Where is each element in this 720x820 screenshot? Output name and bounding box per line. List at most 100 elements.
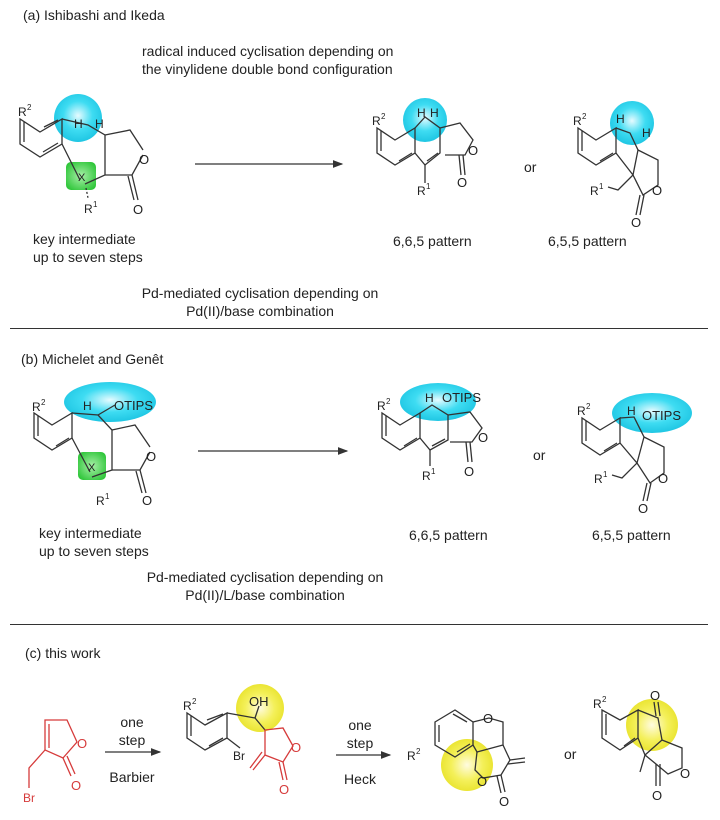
svg-text:O: O (499, 794, 509, 809)
svg-text:O: O (77, 736, 87, 751)
svg-text:O: O (650, 688, 660, 703)
svg-text:OTIPS: OTIPS (114, 398, 153, 413)
svg-text:O: O (133, 202, 143, 217)
step1-below: Barbier (109, 769, 155, 785)
step1-arrow (105, 748, 162, 756)
svg-text:R: R (96, 494, 105, 508)
section-b-bottom-condition-1: Pd-mediated cyclisation depending on (146, 569, 384, 585)
svg-text:2: 2 (582, 112, 587, 121)
step1-above-2: step (118, 732, 146, 748)
step2-above-2: step (346, 735, 374, 751)
svg-text:R: R (372, 114, 381, 128)
svg-text:H: H (95, 117, 104, 131)
svg-text:2: 2 (41, 398, 46, 407)
section-a-title: (a) Ishibashi and Ikeda (23, 7, 165, 23)
svg-text:R: R (377, 399, 386, 413)
section-a-intermediate-caption-1: key intermediate (33, 231, 136, 247)
svg-text:1: 1 (603, 470, 608, 479)
section-a-product1-caption: 6,6,5 pattern (393, 233, 472, 249)
section-a-product2-caption: 6,5,5 pattern (548, 233, 627, 249)
svg-text:1: 1 (105, 492, 110, 501)
section-b-title: (b) Michelet and Genêt (21, 351, 164, 367)
svg-text:O: O (477, 774, 487, 789)
svg-text:H: H (74, 117, 83, 131)
svg-text:R: R (573, 114, 582, 128)
svg-text:2: 2 (586, 402, 591, 411)
svg-text:O: O (71, 778, 81, 793)
svg-text:O: O (291, 740, 301, 755)
svg-text:R: R (593, 697, 602, 711)
svg-text:Br: Br (233, 749, 245, 763)
divider-b-c (10, 624, 708, 625)
section-a-condition-line1: radical induced cyclisation depending on (142, 43, 394, 59)
section-a-intermediate-caption-2: up to seven steps (33, 249, 143, 265)
svg-text:R: R (590, 184, 599, 198)
section-b-product1-caption: 6,6,5 pattern (409, 527, 488, 543)
svg-text:X: X (78, 172, 86, 184)
svg-text:1: 1 (599, 182, 604, 191)
svg-text:OTIPS: OTIPS (642, 408, 681, 423)
step2-above-1: one (348, 717, 372, 733)
svg-text:O: O (478, 430, 488, 445)
section-c-title: (c) this work (25, 645, 101, 661)
svg-text:OH: OH (249, 694, 269, 709)
svg-text:R: R (577, 404, 586, 418)
section-a-intermediate-structure: H H R 2 X R 1 O O (18, 94, 149, 217)
svg-text:R: R (417, 184, 426, 198)
svg-text:R: R (84, 202, 93, 216)
svg-text:R: R (18, 105, 27, 119)
svg-text:H: H (430, 106, 439, 120)
svg-text:O: O (631, 215, 641, 230)
svg-text:O: O (652, 183, 662, 198)
svg-text:O: O (146, 449, 156, 464)
svg-text:1: 1 (431, 467, 436, 476)
svg-text:H: H (425, 391, 434, 405)
step2-arrow (336, 751, 392, 759)
svg-text:O: O (457, 175, 467, 190)
svg-text:R: R (407, 749, 416, 763)
svg-text:O: O (483, 711, 493, 726)
section-c-product1-structure: O R 2 O O (407, 709, 526, 809)
section-a-bottom-condition-1: Pd-mediated cyclisation depending on (141, 285, 379, 301)
svg-text:O: O (658, 471, 668, 486)
svg-text:2: 2 (381, 112, 386, 121)
svg-text:R: R (422, 469, 431, 483)
svg-text:2: 2 (27, 103, 32, 112)
svg-text:X: X (88, 462, 96, 474)
svg-text:2: 2 (602, 695, 607, 704)
cyan-highlight-circle (54, 94, 102, 142)
svg-text:H: H (417, 106, 426, 120)
svg-text:2: 2 (192, 697, 197, 706)
section-b-bottom-condition-2: Pd(II)/L/base combination (185, 587, 345, 603)
svg-text:O: O (468, 143, 478, 158)
svg-text:2: 2 (386, 397, 391, 406)
svg-text:1: 1 (93, 200, 98, 209)
svg-text:1: 1 (426, 182, 431, 191)
divider-a-b (10, 328, 708, 329)
svg-text:O: O (139, 152, 149, 167)
section-c-product2-structure: O R 2 O O (593, 688, 690, 803)
svg-text:O: O (464, 464, 474, 479)
svg-text:2: 2 (416, 747, 421, 756)
svg-text:O: O (680, 766, 690, 781)
section-a-reaction-arrow (195, 160, 344, 168)
svg-text:H: H (627, 404, 636, 418)
section-b-intermediate-structure: H OTIPS R 2 X R 1 O O (32, 382, 156, 508)
svg-text:O: O (638, 501, 648, 516)
section-b-intermediate-caption-2: up to seven steps (39, 543, 149, 559)
section-c-or-label: or (564, 746, 577, 762)
step1-above-1: one (120, 714, 144, 730)
section-b-intermediate-caption-1: key intermediate (39, 525, 142, 541)
svg-text:Br: Br (23, 791, 35, 805)
svg-text:O: O (279, 782, 289, 797)
step2-below: Heck (344, 771, 376, 787)
section-a-or-label: or (524, 159, 537, 175)
svg-text:H: H (616, 112, 625, 126)
section-a-bottom-condition-2: Pd(II)/base combination (186, 303, 334, 319)
svg-text:O: O (652, 788, 662, 803)
section-a-condition-line2: the vinylidene double bond configuration (142, 61, 393, 77)
